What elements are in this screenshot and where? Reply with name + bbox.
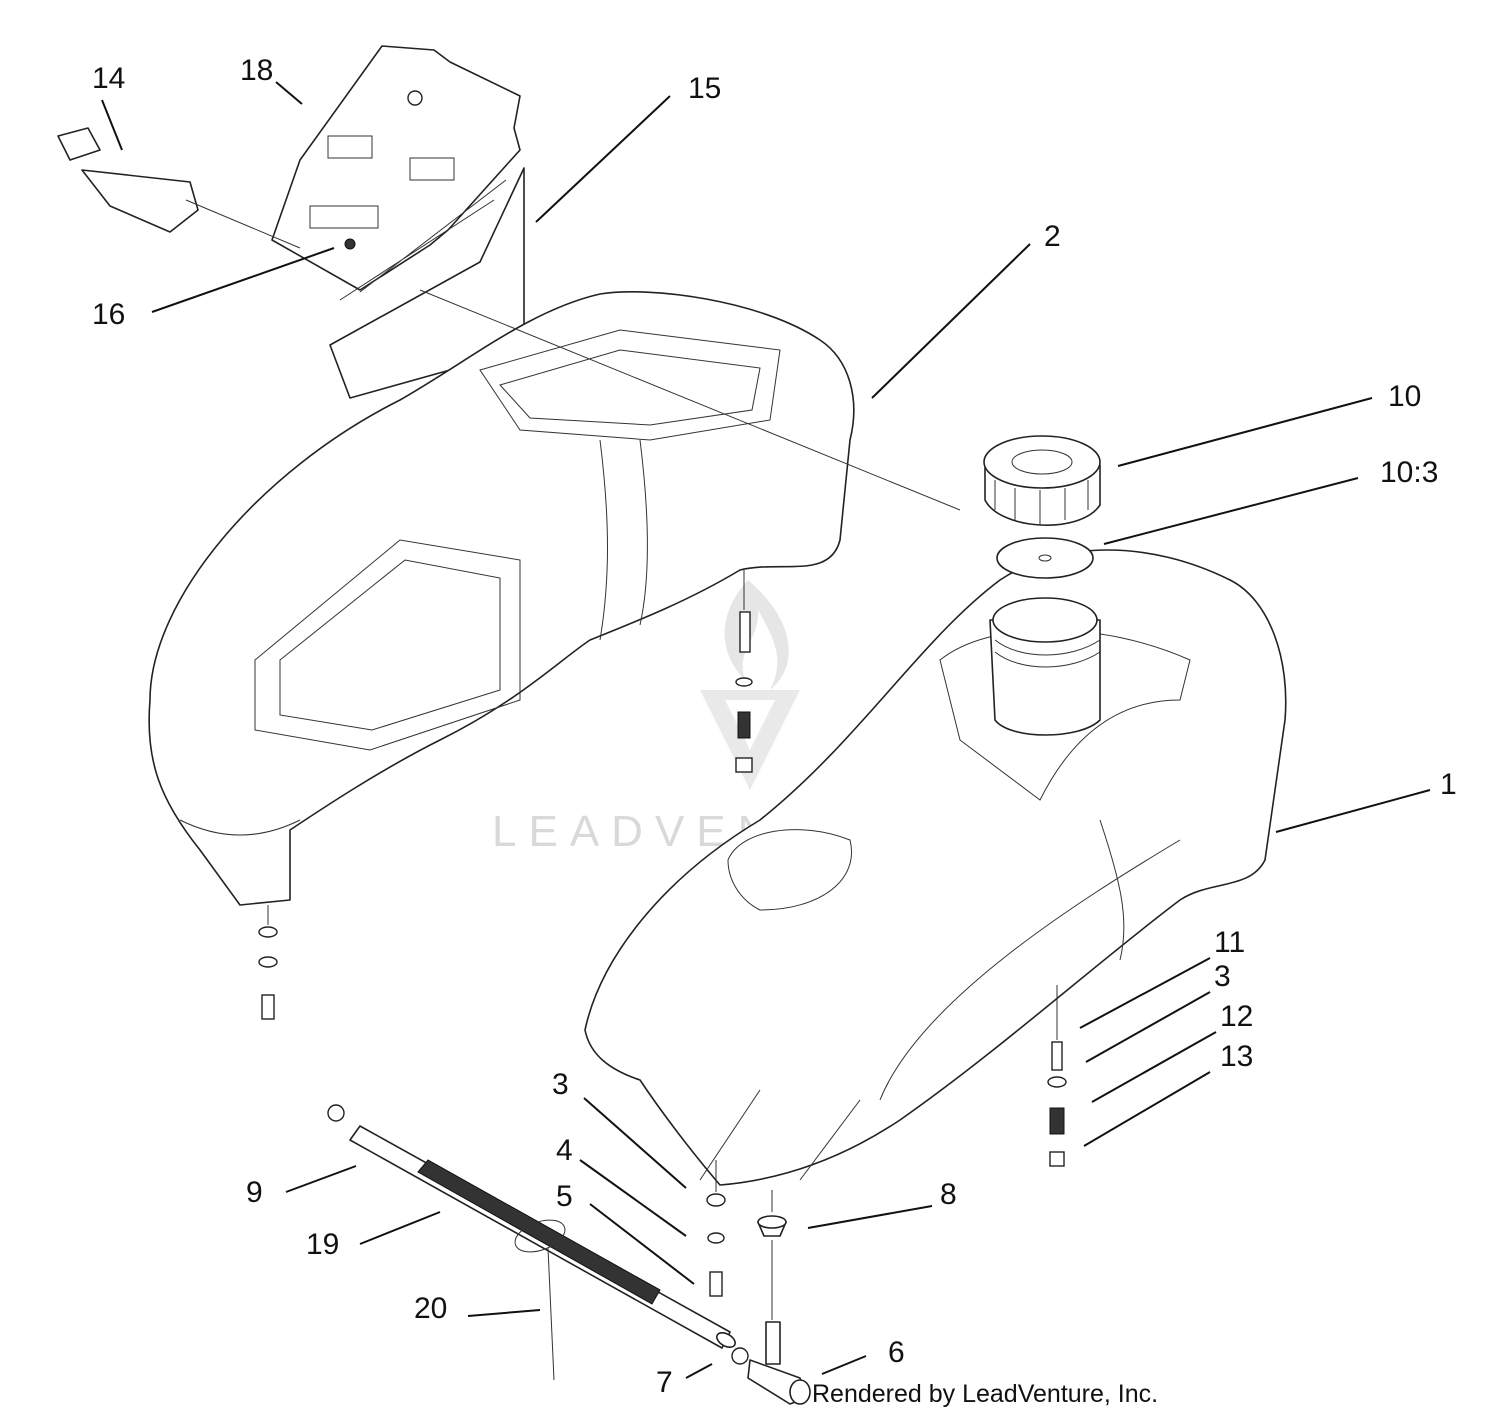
watermark-flame-icon bbox=[724, 580, 789, 690]
part-1-filler-neck bbox=[989, 597, 1101, 736]
callout-12: 12 bbox=[1220, 1000, 1253, 1033]
callout-16: 16 bbox=[92, 298, 125, 331]
callout-10: 10 bbox=[1388, 380, 1421, 413]
callout-13: 13 bbox=[1220, 1040, 1253, 1073]
hardware-stack-center bbox=[735, 570, 753, 773]
callout-20: 20 bbox=[414, 1292, 447, 1325]
callout-2: 2 bbox=[1044, 220, 1061, 253]
callout-1: 1 bbox=[1440, 768, 1457, 801]
part-6-shutoff-valve bbox=[747, 1321, 811, 1405]
part-18-heat-shield bbox=[271, 45, 521, 291]
callout-10-3: 10:3 bbox=[1380, 456, 1438, 489]
hardware-stack-345 bbox=[706, 1160, 726, 1297]
callout-labels: 14 18 15 16 2 10 10:3 1 11 3 12 13 3 4 5… bbox=[92, 54, 1457, 1399]
callout-14: 14 bbox=[92, 62, 125, 95]
part-19-spring-sleeve bbox=[417, 1159, 661, 1305]
callout-11: 11 bbox=[1214, 926, 1245, 959]
callout-4: 4 bbox=[556, 1134, 573, 1167]
callout-3-bottom: 3 bbox=[552, 1068, 569, 1101]
part-14-sender bbox=[57, 127, 301, 249]
render-credit: Rendered by LeadVenture, Inc. bbox=[812, 1380, 1158, 1408]
part-2-upper-shell bbox=[148, 289, 961, 906]
callout-8: 8 bbox=[940, 1178, 957, 1211]
callout-9: 9 bbox=[246, 1176, 263, 1209]
part-7-hose-clamp bbox=[327, 1104, 749, 1365]
part-1-fuel-tank bbox=[584, 549, 1287, 1186]
callout-15: 15 bbox=[688, 72, 721, 105]
callout-5: 5 bbox=[556, 1180, 573, 1213]
callout-7: 7 bbox=[656, 1366, 673, 1399]
part-10-fuel-cap bbox=[983, 435, 1101, 526]
part-20-cable-tie bbox=[514, 1219, 566, 1381]
callout-19: 19 bbox=[306, 1228, 339, 1261]
part-10-3-gasket bbox=[996, 537, 1094, 579]
leader-lines bbox=[101, 81, 1431, 1379]
callout-6: 6 bbox=[888, 1336, 905, 1369]
callout-3-right: 3 bbox=[1214, 960, 1231, 993]
hardware-stack-left bbox=[258, 905, 278, 1020]
watermark-v-icon bbox=[700, 690, 800, 790]
callout-18: 18 bbox=[240, 54, 273, 87]
hardware-stack-right bbox=[1047, 985, 1067, 1167]
part-8-bushing bbox=[757, 1190, 787, 1320]
